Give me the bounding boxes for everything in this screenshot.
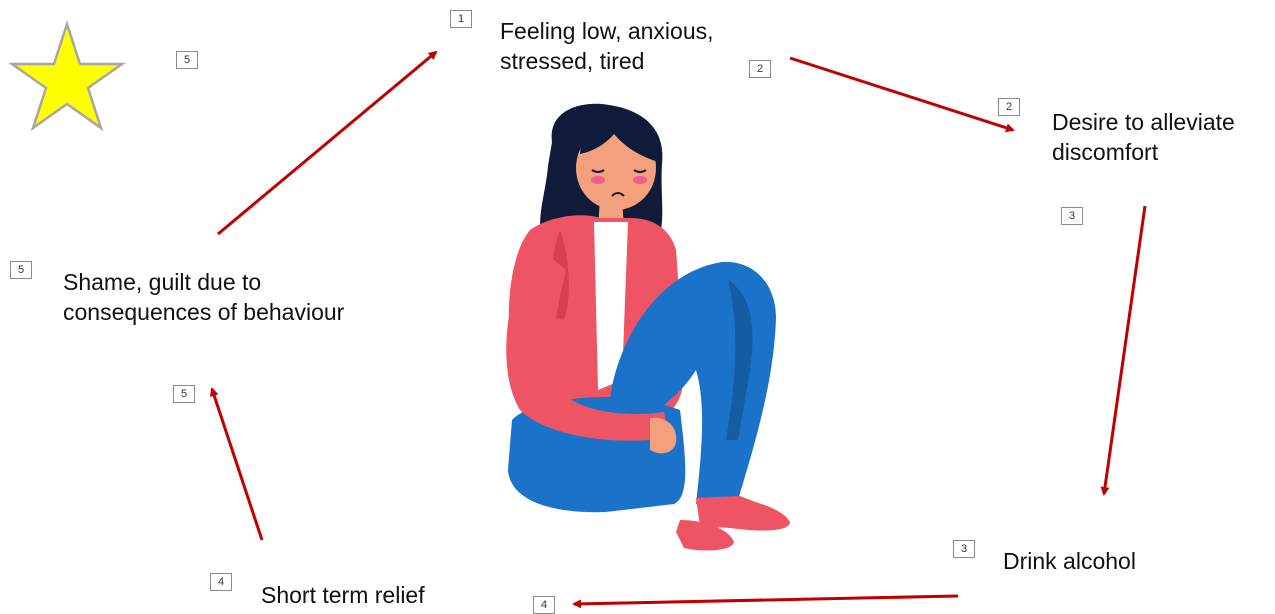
arrow-1-to-2 — [790, 58, 1013, 130]
arrow-2-to-3 — [1104, 206, 1145, 494]
arrow-3-to-4 — [574, 596, 958, 604]
sad-woman-illustration — [490, 100, 800, 555]
arrow-5-to-1 — [218, 52, 436, 234]
arrow-4-to-5 — [212, 389, 262, 540]
